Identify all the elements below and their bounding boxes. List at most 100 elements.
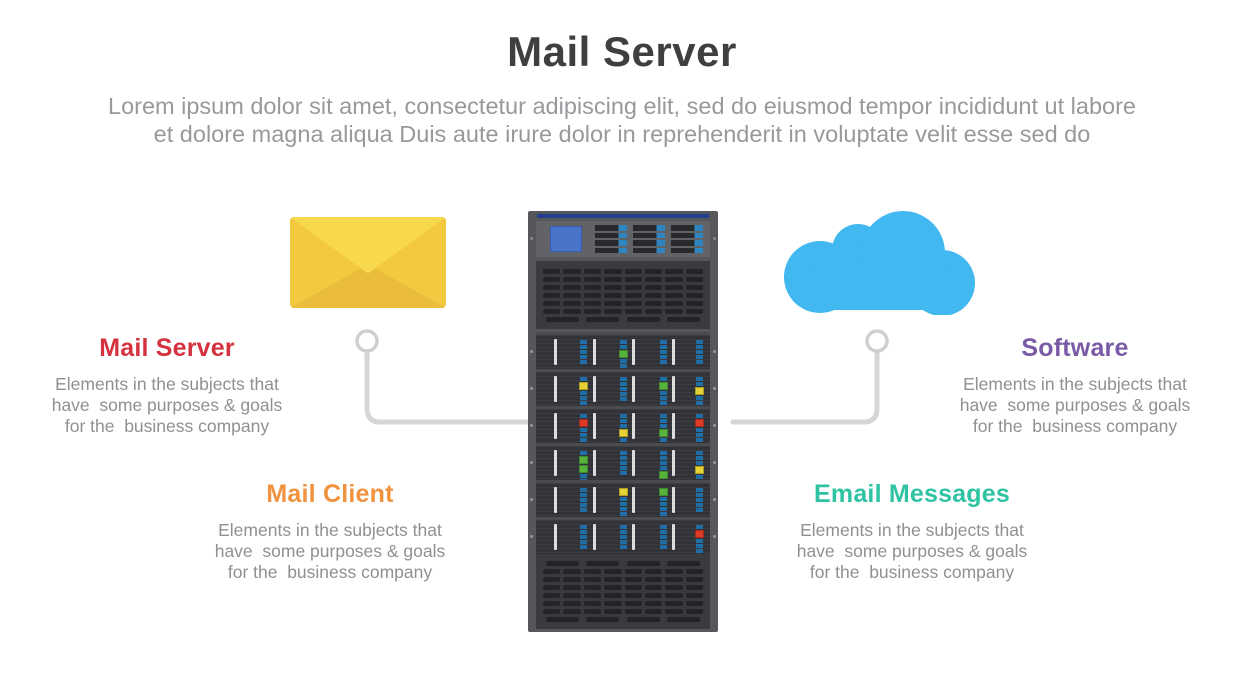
server-slot-group <box>633 225 665 253</box>
vent-cell <box>624 577 642 582</box>
server-led-column <box>619 340 629 369</box>
server-led <box>580 350 587 354</box>
vent-cell <box>665 309 683 314</box>
server-led <box>696 340 703 344</box>
vent-cell <box>644 609 663 614</box>
server-unit-handle-bar <box>632 450 635 476</box>
vent-cell <box>685 569 703 574</box>
server-led <box>660 345 667 349</box>
vent-cell <box>543 577 561 582</box>
server-unit-handle-bar <box>632 413 635 439</box>
server-slot <box>595 232 627 238</box>
server-led <box>696 498 703 502</box>
server-led <box>696 377 703 381</box>
server-led <box>620 397 627 401</box>
server-led-column <box>695 525 705 554</box>
server-led <box>580 503 587 507</box>
vent-cell <box>624 569 642 574</box>
vent-cell <box>583 277 602 282</box>
vent-cell <box>624 285 642 290</box>
server-led-column <box>660 340 669 365</box>
server-led-column <box>660 525 669 550</box>
vent-cell <box>624 585 642 590</box>
server-led <box>620 419 627 423</box>
vent-cell <box>624 301 642 306</box>
server-control-panel <box>530 221 716 257</box>
server-led <box>660 396 667 400</box>
vent-cell <box>624 593 642 598</box>
server-led <box>696 396 703 400</box>
server-led <box>620 525 627 529</box>
vent-cell <box>644 301 663 306</box>
vent-cell <box>543 309 561 314</box>
left-connector-line <box>364 349 530 425</box>
server-led <box>696 382 703 386</box>
vent-cell <box>604 593 622 598</box>
vent-bar-row <box>546 617 700 622</box>
server-led <box>660 466 667 470</box>
vent-cell <box>543 285 561 290</box>
server-led <box>660 401 667 405</box>
server-led <box>620 497 627 501</box>
server-unit-handle-bar <box>672 413 675 439</box>
server-led <box>660 438 667 442</box>
server-led-column <box>659 377 669 406</box>
server-led <box>620 466 627 470</box>
vent-cell <box>644 293 663 298</box>
server-slot <box>595 225 627 231</box>
server-slot <box>671 232 703 238</box>
vent-cell <box>644 601 663 606</box>
server-led <box>620 502 627 506</box>
server-slot-group <box>595 225 627 253</box>
item-mail-client-title: Mail Client <box>266 480 394 508</box>
server-led <box>696 549 703 553</box>
vent-cell <box>604 601 622 606</box>
server-led <box>660 525 667 529</box>
vent-cell <box>604 609 622 614</box>
server-unit-row <box>530 406 716 443</box>
server-led <box>580 498 587 502</box>
server-led <box>620 387 627 391</box>
server-rack-icon <box>528 211 718 632</box>
server-led-column <box>619 488 629 517</box>
vent-cell <box>583 285 602 290</box>
server-led <box>580 488 587 492</box>
vent-wide-bar <box>626 561 660 566</box>
server-led-column <box>659 451 669 480</box>
vent-cell <box>665 585 683 590</box>
server-unit-handle-bar <box>593 413 596 439</box>
server-led <box>620 451 627 455</box>
page-subtitle: Lorem ipsum dolor sit amet, consectetur … <box>108 93 1136 147</box>
vent-cell <box>583 609 602 614</box>
vent-wide-bar <box>546 561 579 566</box>
vent-cell <box>604 569 622 574</box>
server-led-column <box>620 525 629 550</box>
vent-cell <box>543 569 561 574</box>
server-unit-handle-bar <box>554 524 557 550</box>
server-led <box>660 377 667 381</box>
vent-grid <box>543 569 703 614</box>
server-led <box>620 530 627 534</box>
server-led <box>620 377 627 381</box>
server-status-led <box>659 488 668 496</box>
vent-cell <box>685 293 703 298</box>
vent-wide-bar <box>666 561 700 566</box>
server-slot-groups <box>595 225 703 253</box>
vent-wide-bar <box>666 617 700 622</box>
server-led <box>696 475 703 479</box>
server-led <box>696 503 703 507</box>
item-mail-server: Mail Server Elements in the subjects tha… <box>37 334 297 437</box>
vent-wide-bar <box>626 317 660 322</box>
vent-cell <box>563 601 581 606</box>
server-slot <box>671 247 703 253</box>
vent-cell <box>665 293 683 298</box>
server-led <box>580 396 587 400</box>
server-led <box>660 512 667 516</box>
vent-cell <box>685 269 703 274</box>
server-led <box>660 451 667 455</box>
server-led <box>620 359 627 363</box>
right-connector-line <box>730 349 880 425</box>
vent-cell <box>604 277 622 282</box>
vent-cell <box>604 301 622 306</box>
vent-cell <box>543 269 561 274</box>
